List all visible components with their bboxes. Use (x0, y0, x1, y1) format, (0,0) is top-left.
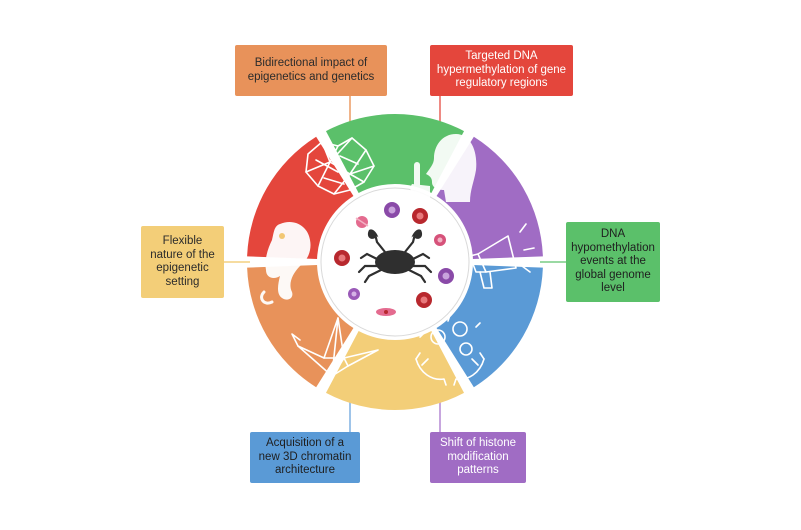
dna-mesh-icon (305, 137, 375, 195)
silent-face-icon (410, 134, 477, 202)
label-hypomethylation: DNA hypomethylation events at the global… (566, 222, 660, 302)
chameleon-icon (260, 221, 311, 305)
label-hypermethylation: Targeted DNA hypermethylation of gene re… (430, 45, 573, 96)
megaphone-icon (469, 223, 535, 289)
label-flexible: Flexible nature of the epigenetic settin… (141, 226, 224, 298)
label-chromatin: Acquisition of a new 3D chromatin archit… (250, 432, 360, 483)
cancer-cells-icon (334, 202, 454, 316)
juggling-hands-icon (415, 314, 485, 386)
origami-crane-icon (291, 317, 379, 377)
ring-segment-bidirectional (247, 264, 354, 388)
ring-segment-chromatin (436, 264, 543, 388)
label-histone: Shift of histone modification patterns (430, 432, 526, 483)
label-bidirectional: Bidirectional impact of epigenetics and … (235, 45, 387, 96)
crab-icon (357, 229, 433, 284)
ring-segment-flexible (325, 330, 465, 410)
